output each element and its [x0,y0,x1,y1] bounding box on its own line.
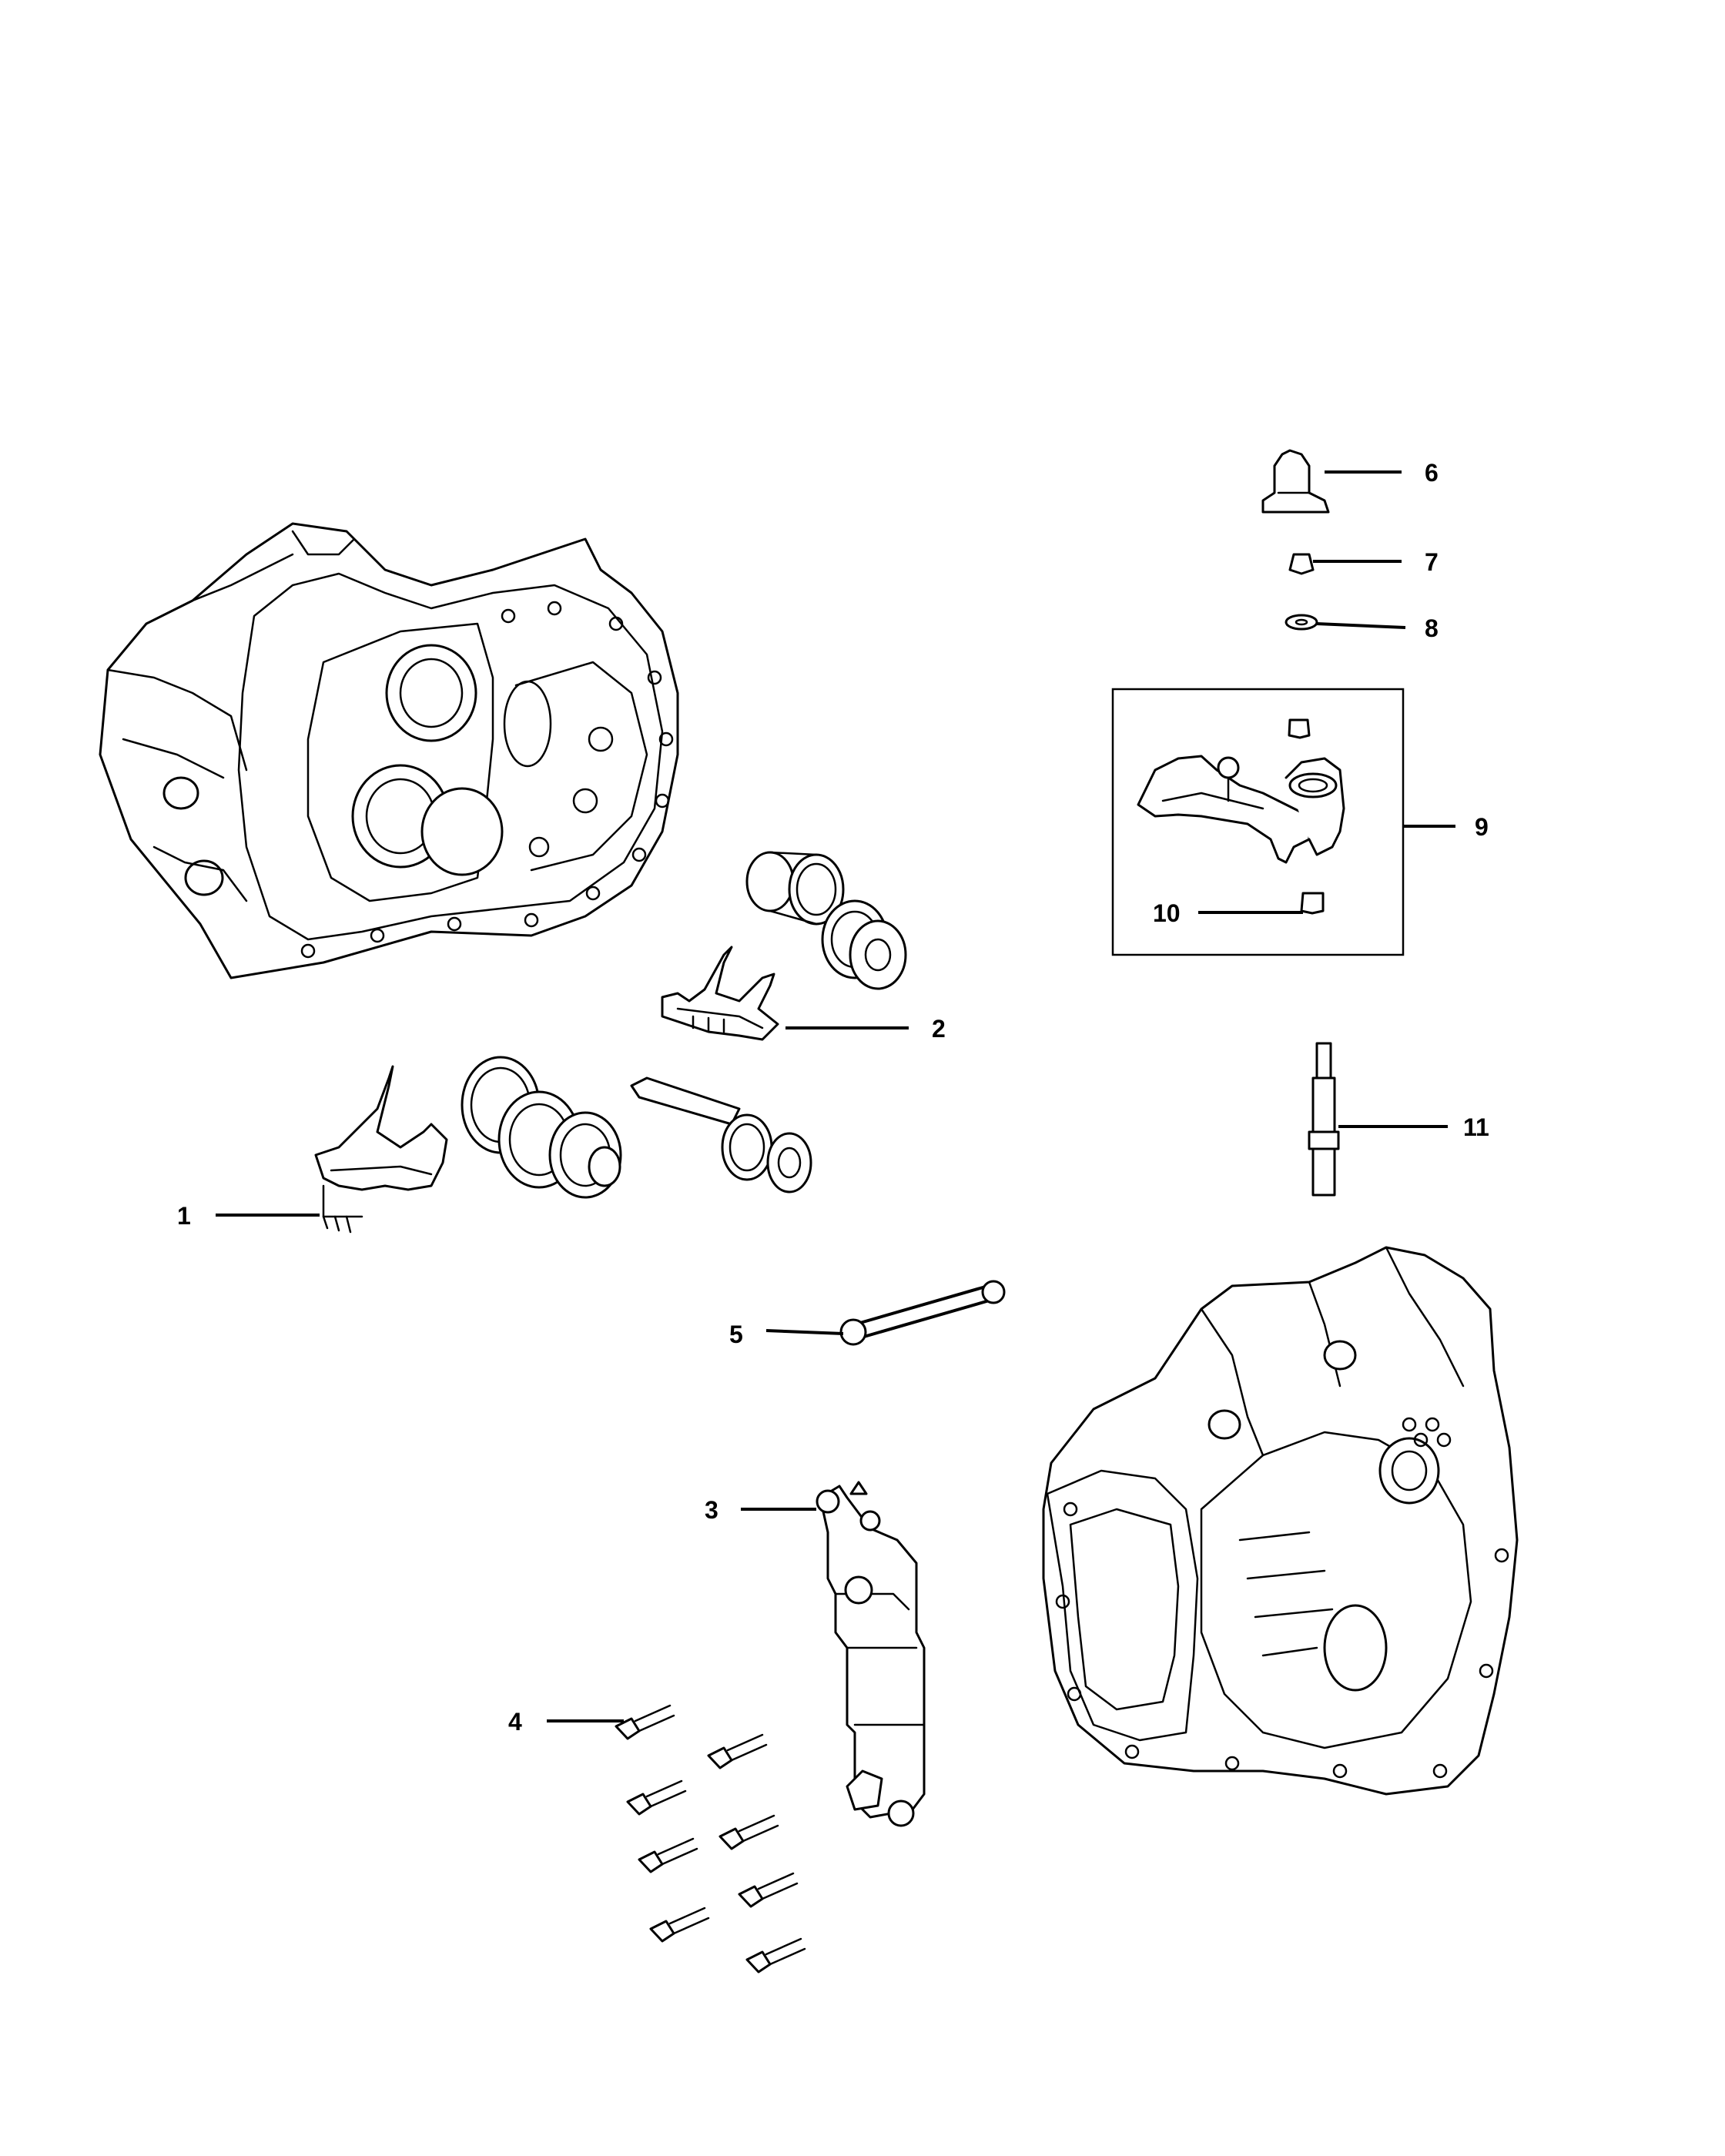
callout-11: 11 [1463,1113,1489,1141]
bolt [718,1814,779,1850]
part-4-bolts [615,1704,806,1974]
callout-2: 2 [932,1015,946,1043]
part-6-boot-cap [1261,449,1330,514]
callout-3: 3 [705,1496,718,1524]
gearbox-housing [1042,1246,1519,1796]
part-7-bushing [1288,553,1315,575]
part-1-shift-fork [314,1065,448,1234]
bolt [626,1779,687,1816]
callout-8: 8 [1425,614,1439,642]
clutch-housing [99,522,679,979]
leader-5 [765,1329,844,1335]
bolt [638,1837,698,1873]
bolt [745,1937,806,1974]
part-3-actuator [816,1481,926,1827]
part-11-pin [1308,1042,1340,1197]
callout-9: 9 [1475,813,1489,841]
part-1-gear-set [461,1056,622,1199]
bolt [649,1907,710,1943]
callout-7: 7 [1425,548,1439,576]
part-2-gear-set [745,851,907,990]
part-1-shaft-gear [630,1076,812,1194]
leader-8 [1316,622,1406,629]
part-9-group-box [1111,688,1405,956]
bolt [707,1733,768,1769]
bolt [615,1704,675,1740]
callout-1: 1 [177,1202,191,1230]
callout-10: 10 [1153,899,1181,927]
bolt [738,1872,799,1908]
part-5-rod [839,1280,1006,1346]
part-9-shift-lever [1137,718,1345,915]
part-8-washer [1285,614,1318,631]
callout-4: 4 [508,1708,522,1736]
leader-lines [216,470,1455,1722]
callout-6: 6 [1425,459,1439,487]
part-2-shift-fork [661,946,779,1041]
callout-5: 5 [729,1321,743,1348]
callout-labels: 1 2 3 4 5 6 7 8 9 10 11 [177,459,1489,1736]
